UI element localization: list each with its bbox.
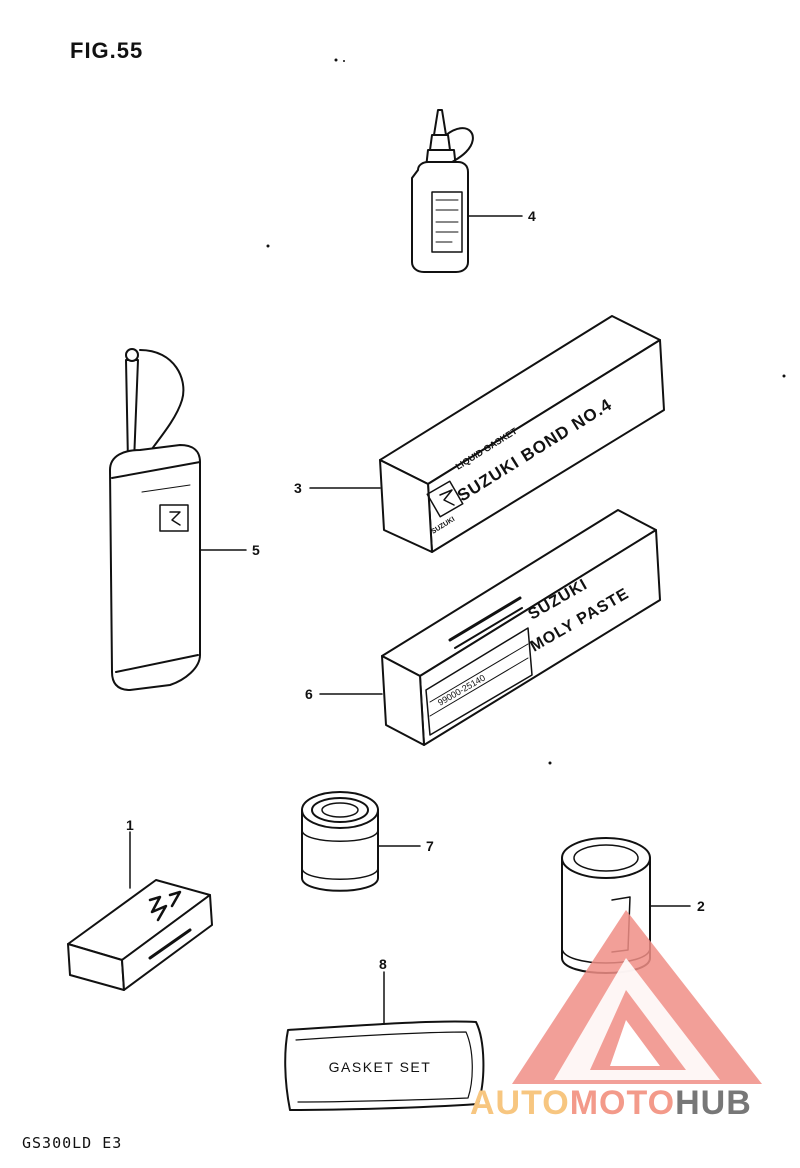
tool-kit-case-illustration <box>67 831 213 991</box>
watermark-word-auto: AUTO <box>470 1084 570 1122</box>
callout-3: 3 <box>294 480 302 496</box>
watermark-word-moto: MOTO <box>569 1084 676 1122</box>
watermark-text: AUTOMOTOHUB <box>470 1084 752 1123</box>
callout-6: 6 <box>305 686 313 702</box>
small-bottle-illustration <box>411 109 523 273</box>
callout-2: 2 <box>697 898 705 914</box>
callout-4: 4 <box>528 208 536 224</box>
scan-specks <box>266 58 786 765</box>
moly-paste-box-illustration <box>319 509 661 746</box>
callout-8: 8 <box>379 956 387 972</box>
liquid-gasket-box-illustration <box>309 315 665 553</box>
small-can-illustration <box>301 791 421 892</box>
watermark-logo-icon <box>512 910 762 1084</box>
figure-title: FIG.55 <box>70 38 144 63</box>
gasket-set-label: GASKET SET <box>329 1059 432 1075</box>
callout-5: 5 <box>252 542 260 558</box>
oil-can-illustration <box>109 348 247 691</box>
callout-1: 1 <box>126 817 134 833</box>
gasket-set-envelope-illustration <box>284 971 485 1111</box>
model-code: GS300LD E3 <box>22 1134 123 1152</box>
watermark-word-hub: HUB <box>675 1084 752 1122</box>
callout-7: 7 <box>426 838 434 854</box>
